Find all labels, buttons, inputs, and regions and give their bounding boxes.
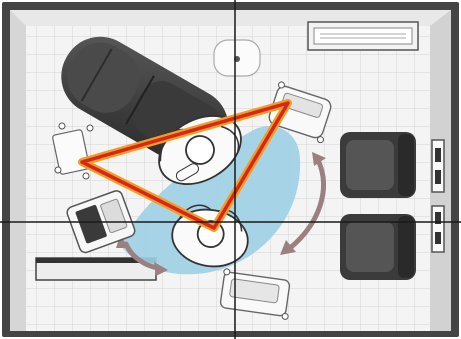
waiting-chair-icon-2	[340, 214, 416, 280]
wall-cabinet-icon	[308, 22, 418, 50]
wall-panel-top	[432, 140, 444, 192]
sink-icon	[214, 40, 260, 76]
waiting-chair-icon	[340, 132, 416, 198]
